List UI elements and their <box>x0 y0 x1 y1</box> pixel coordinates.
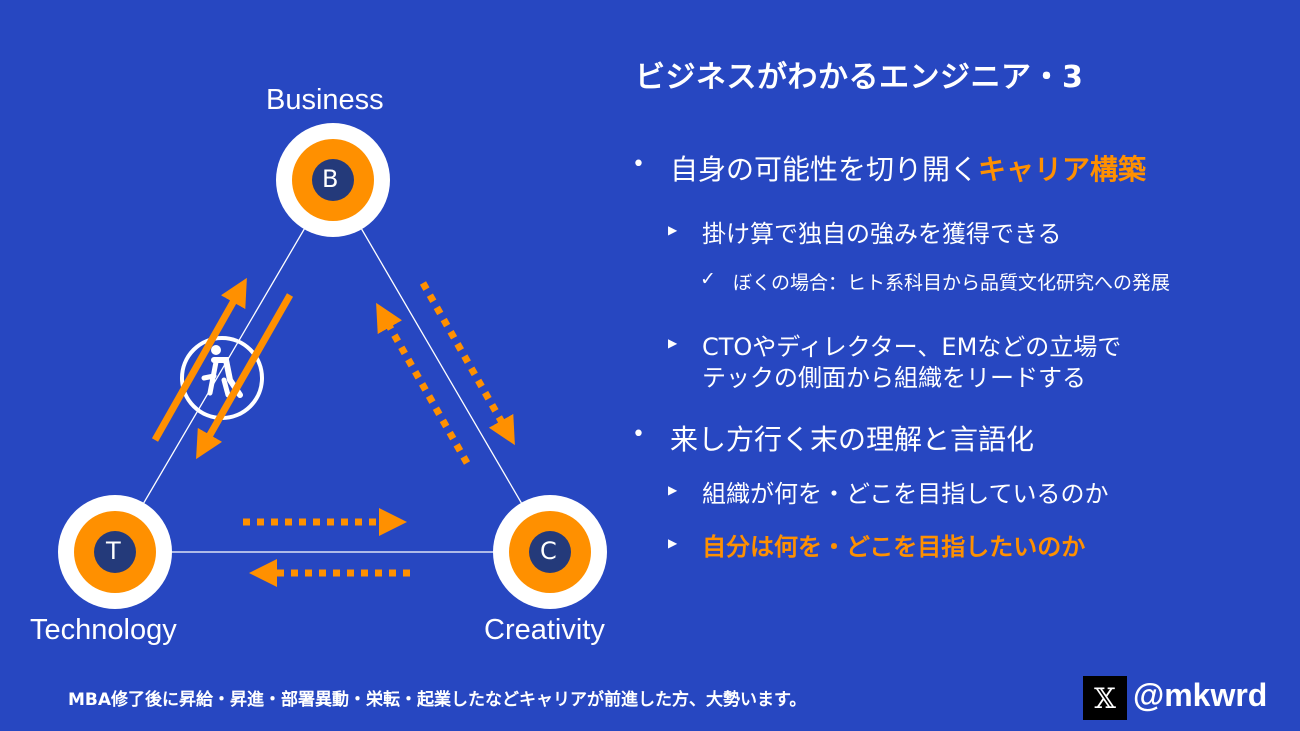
edge-b-c <box>332 179 551 553</box>
bullet-dot: • <box>632 422 645 447</box>
triangle-bullet-icon: ▶ <box>668 483 678 497</box>
triangle-bullet-icon: ▶ <box>668 336 678 350</box>
arrow-b-to-t <box>196 293 294 460</box>
arrow-t-to-b <box>151 277 247 442</box>
arrow-c-to-b <box>376 302 471 465</box>
node-technology <box>58 495 172 609</box>
arrow-b-to-c <box>419 281 515 446</box>
bullet-1-text: 自身の可能性を切り開く <box>670 153 979 186</box>
bullet-dot: • <box>632 152 645 177</box>
bullet-2-sub-2: 自分は何を・どこを目指したいのか <box>702 533 1086 561</box>
check-icon: ✓ <box>700 268 716 290</box>
bullet-1-sub-1: 掛け算で独自の強みを獲得できる <box>702 220 1062 248</box>
node-letter-b: B <box>322 165 339 193</box>
bullet-1-sub-2-line-1: CTOやディレクター、EMなどの立場で <box>702 333 1122 361</box>
node-letter-c: C <box>540 537 557 565</box>
social-handle: @mkwrd <box>1133 677 1268 713</box>
node-letter-t: T <box>106 537 121 565</box>
bullet-1-sub-1-check: ぼくの場合：ヒト系科目から品質文化研究への発展 <box>733 272 1171 294</box>
node-creativity <box>493 495 607 609</box>
label-technology: Technology <box>30 614 177 646</box>
triangle-bullet-icon: ▶ <box>668 223 678 237</box>
bullet-2: 来し方行く末の理解と言語化 <box>670 423 1035 456</box>
slide-title: ビジネスがわかるエンジニア・3 <box>635 60 1084 95</box>
bullet-1-sub-2-line-2: テックの側面から組織をリードする <box>702 364 1086 392</box>
label-business: Business <box>266 84 384 116</box>
x-logo-icon: 𝕏 <box>1083 676 1127 720</box>
label-creativity: Creativity <box>484 614 605 646</box>
footer-note: MBA修了後に昇給・昇進・部署異動・栄転・起業したなどキャリアが前進した方、大勢… <box>68 690 807 710</box>
bullet-1-highlight: キャリア構築 <box>978 153 1147 186</box>
triangle-bullet-icon: ▶ <box>668 536 678 550</box>
node-business <box>276 123 390 237</box>
bullet-2-sub-1: 組織が何を・どこを目指しているのか <box>702 480 1109 508</box>
bullet-1: 自身の可能性を切り開くキャリア構築 <box>670 148 1146 188</box>
edge-b-t <box>114 179 334 553</box>
